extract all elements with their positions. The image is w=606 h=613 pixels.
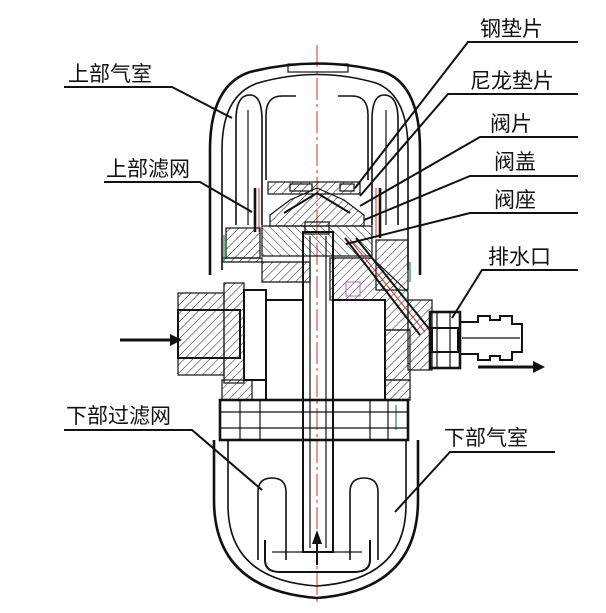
label-lower-filter: 下部过滤网 [66,404,171,428]
label-drain-port: 排水口 [488,245,551,269]
label-valve-cover: 阀盖 [494,150,536,174]
upper-bowl [208,62,422,275]
inlet-port [177,282,267,384]
outlet-arrow [478,361,545,373]
inlet-arrow [120,334,182,346]
bottom-flow-arrow [312,530,322,565]
label-steel-gasket: 钢垫片 [480,17,543,41]
valve-assembly [261,181,373,257]
lower-body [218,299,411,442]
leader-lines [64,41,578,513]
label-nylon-gasket: 尼龙垫片 [470,69,554,93]
lower-bowl [212,440,420,600]
label-upper-air-chamber: 上部气室 [68,62,152,86]
label-upper-filter: 上部滤网 [106,157,190,181]
label-lower-air-chamber: 下部气室 [444,426,528,450]
drain-port-fitting [407,299,523,371]
label-valve-disc: 阀片 [490,112,532,136]
label-valve-seat: 阀座 [494,188,536,212]
